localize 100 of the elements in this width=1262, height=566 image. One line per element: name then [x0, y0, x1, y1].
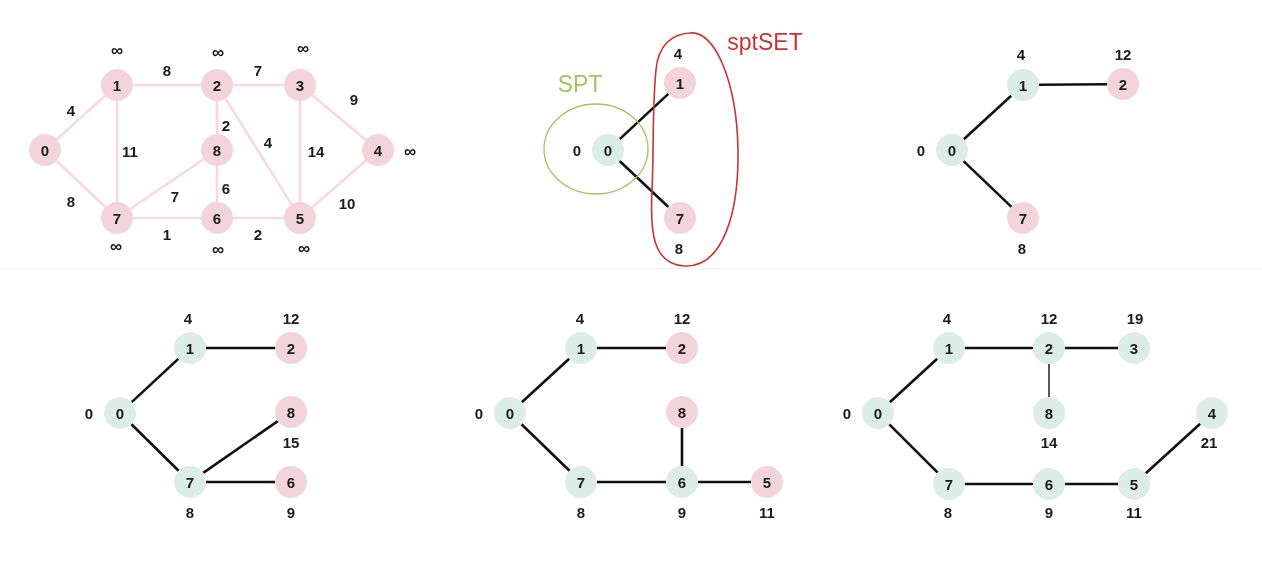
graph-vertex: 6 [1033, 468, 1065, 500]
graph-vertex: 8 [275, 396, 307, 428]
graph-vertex: 0 [494, 397, 526, 429]
distance-label: 8 [1017, 240, 1027, 256]
set-label: SPT [557, 72, 603, 96]
graph-edge [962, 94, 1013, 141]
graph-edge [1144, 422, 1202, 475]
distance-label: 12 [1114, 46, 1132, 62]
graph-vertex: 6 [666, 466, 698, 498]
distance-label: 0 [572, 142, 582, 158]
graph-edge [130, 423, 180, 472]
distance-label: 8 [185, 504, 195, 520]
distance-label: 4 [673, 45, 683, 61]
distance-label: ∞ [211, 240, 225, 258]
distance-label: 4 [183, 310, 193, 326]
graph-edge [115, 101, 119, 202]
distance-label: ∞ [403, 142, 417, 160]
graph-edge [1048, 363, 1050, 398]
distance-label: 14 [1040, 434, 1058, 450]
graph-vertex: 1 [565, 332, 597, 364]
distance-label: 9 [1044, 504, 1054, 520]
graph-vertex: 1 [664, 67, 696, 99]
distance-label: 0 [474, 405, 484, 421]
distance-label: 8 [576, 504, 586, 520]
distance-label: 11 [1126, 504, 1142, 520]
graph-edge [1065, 482, 1118, 486]
graph-vertex: 8 [666, 396, 698, 428]
graph-edge [520, 423, 571, 472]
distance-label: 0 [916, 142, 926, 158]
distance-label: 12 [1040, 310, 1058, 326]
graph-edge [698, 480, 751, 484]
distance-label: 0 [842, 405, 852, 421]
set-label: sptSET [727, 30, 803, 54]
graph-vertex: 0 [29, 134, 61, 166]
graph-edge [224, 97, 293, 206]
graph-edge [520, 357, 571, 404]
graph-vertex: 2 [275, 332, 307, 364]
graph-vertex: 3 [1118, 332, 1150, 364]
distance-label: ∞ [211, 43, 225, 61]
distance-label: 4 [942, 310, 952, 326]
graph-vertex: 3 [284, 69, 316, 101]
graph-vertex: 5 [1118, 468, 1150, 500]
graph-vertex: 7 [933, 468, 965, 500]
distance-label: 11 [759, 504, 775, 520]
graph-vertex: 2 [1107, 68, 1139, 100]
graph-vertex: 7 [1007, 202, 1039, 234]
graph-vertex: 7 [174, 466, 206, 498]
graph-edge [202, 420, 279, 474]
graph-vertex: 0 [862, 397, 894, 429]
graph-vertex: 0 [592, 134, 624, 166]
graph-vertex: 4 [1196, 397, 1228, 429]
graph-vertex: 7 [565, 466, 597, 498]
distance-label: 12 [673, 310, 691, 326]
graph-vertex: 7 [101, 202, 133, 234]
graph-edge [962, 160, 1013, 208]
distance-label: 8 [943, 504, 953, 520]
graph-edge [298, 101, 302, 202]
graph-vertex: 1 [1007, 69, 1039, 101]
graph-edge [56, 94, 106, 141]
graph-edge [965, 482, 1033, 486]
distance-label: 4 [575, 310, 585, 326]
graph-vertex: 1 [933, 332, 965, 364]
graph-edge [1065, 346, 1118, 350]
graph-edge [888, 357, 939, 404]
graph-edge [130, 357, 180, 404]
distance-label: ∞ [297, 239, 311, 257]
distance-label: ∞ [109, 237, 123, 255]
graph-vertex: 1 [101, 69, 133, 101]
graph-edge [233, 83, 284, 87]
graph-edge [206, 480, 275, 484]
distance-label: 21 [1200, 434, 1218, 450]
graph-vertex: 2 [1033, 332, 1065, 364]
graph-edge [1039, 82, 1107, 87]
graph-edge [129, 157, 205, 211]
graph-edge [133, 83, 201, 87]
distance-label: 0 [84, 405, 94, 421]
graph-vertex: 7 [664, 202, 696, 234]
distance-label: 12 [282, 310, 300, 326]
graph-edge [55, 160, 107, 208]
graph-vertex: 8 [201, 134, 233, 166]
distance-label: 8 [674, 240, 684, 256]
graph-edge [206, 346, 275, 350]
graph-vertex: 6 [201, 202, 233, 234]
distance-label: ∞ [296, 39, 310, 57]
graph-edge [133, 216, 201, 220]
graph-edge [311, 159, 367, 209]
graph-vertex: 1 [174, 332, 206, 364]
graph-vertex: 2 [201, 69, 233, 101]
graph-edge [597, 480, 666, 484]
graph-vertex: 8 [1033, 397, 1065, 429]
graph-edge [597, 346, 666, 350]
graph-edge [311, 94, 367, 141]
graph-edge [215, 166, 219, 202]
distance-label: ∞ [110, 41, 124, 59]
graph-edge [680, 428, 684, 466]
graph-vertex: 5 [284, 202, 316, 234]
graph-vertex: 0 [936, 134, 968, 166]
graph-edge [618, 92, 670, 141]
graph-vertex: 2 [666, 332, 698, 364]
distance-label: 4 [1016, 46, 1026, 62]
